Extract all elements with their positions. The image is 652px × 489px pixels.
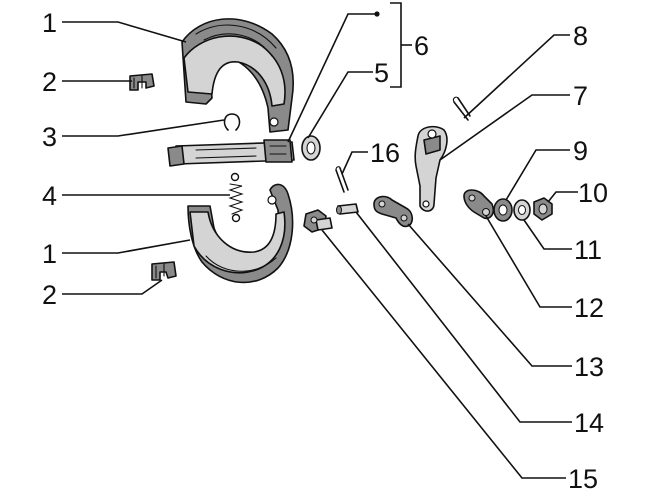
leader-lines: [62, 2, 578, 479]
return-spring: [228, 172, 244, 223]
callout-14: 14: [574, 408, 604, 438]
callout-8: 8: [573, 21, 588, 51]
callout-13: 13: [574, 352, 604, 382]
pad-clip-lower: [151, 261, 177, 281]
callout-11: 11: [574, 235, 602, 265]
callout-5: 5: [374, 58, 389, 88]
callout-12: 12: [574, 293, 604, 323]
split-pin-8: [452, 96, 471, 121]
callout-6: 6: [414, 31, 429, 61]
washer-9: [493, 198, 513, 222]
spring-washer-11: [513, 199, 531, 221]
pad-clip-upper: [129, 73, 155, 91]
brake-shoe-upper: [181, 18, 294, 133]
callout-2-upper: 2: [42, 67, 57, 97]
brake-lever-7: [414, 125, 448, 212]
callout-2-lower: 2: [42, 280, 57, 310]
callout-3: 3: [42, 122, 57, 152]
callout-16: 16: [370, 138, 400, 168]
split-pin-16: [335, 166, 349, 193]
callout-4: 4: [42, 181, 57, 211]
callout-1-upper: 1: [42, 8, 57, 38]
spring-clip: [223, 113, 241, 131]
brake-shoe-lower: [187, 183, 294, 284]
callout-9: 9: [573, 136, 588, 166]
cam-shaft: [167, 139, 295, 167]
callout-10: 10: [578, 178, 608, 208]
lever-link-13: [373, 195, 414, 228]
lever-plate-12: [463, 189, 495, 220]
nut-10: [533, 197, 553, 221]
pin-14: [336, 203, 359, 215]
bolt-15: [303, 209, 333, 233]
callout-1-lower: 1: [42, 239, 57, 269]
o-ring: [301, 135, 321, 161]
callout-15: 15: [568, 464, 598, 489]
callout-7: 7: [573, 81, 588, 111]
callout-numbers: 1 2 3 4 1 2 5 6 8 7 16 9 10 11 12 13 14 …: [42, 8, 608, 489]
